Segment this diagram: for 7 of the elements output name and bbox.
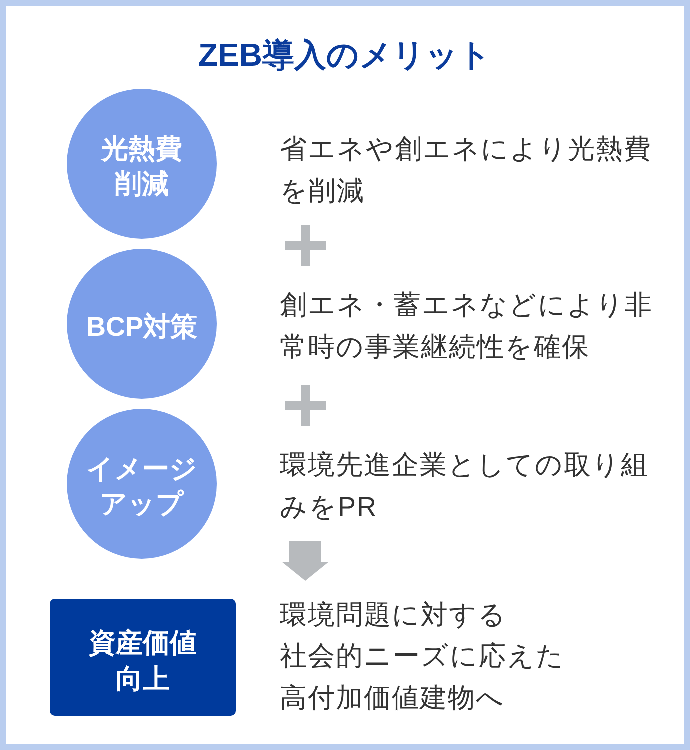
description-text: 環境問題に対する社会的ニーズに応えた高付加価値建物へ [280, 581, 565, 720]
description-text: 創エネ・蓄エネなどにより非常時の事業継続性を確保 [280, 289, 653, 364]
result-box: 資産価値向上 [50, 599, 236, 716]
title: ZEB導入のメリット [198, 36, 492, 74]
arrow [282, 541, 329, 581]
description-text: 環境先進企業としての取り組みをPR [280, 445, 649, 541]
description-text: 省エネや創エネにより光熱費を削減 [280, 133, 652, 208]
